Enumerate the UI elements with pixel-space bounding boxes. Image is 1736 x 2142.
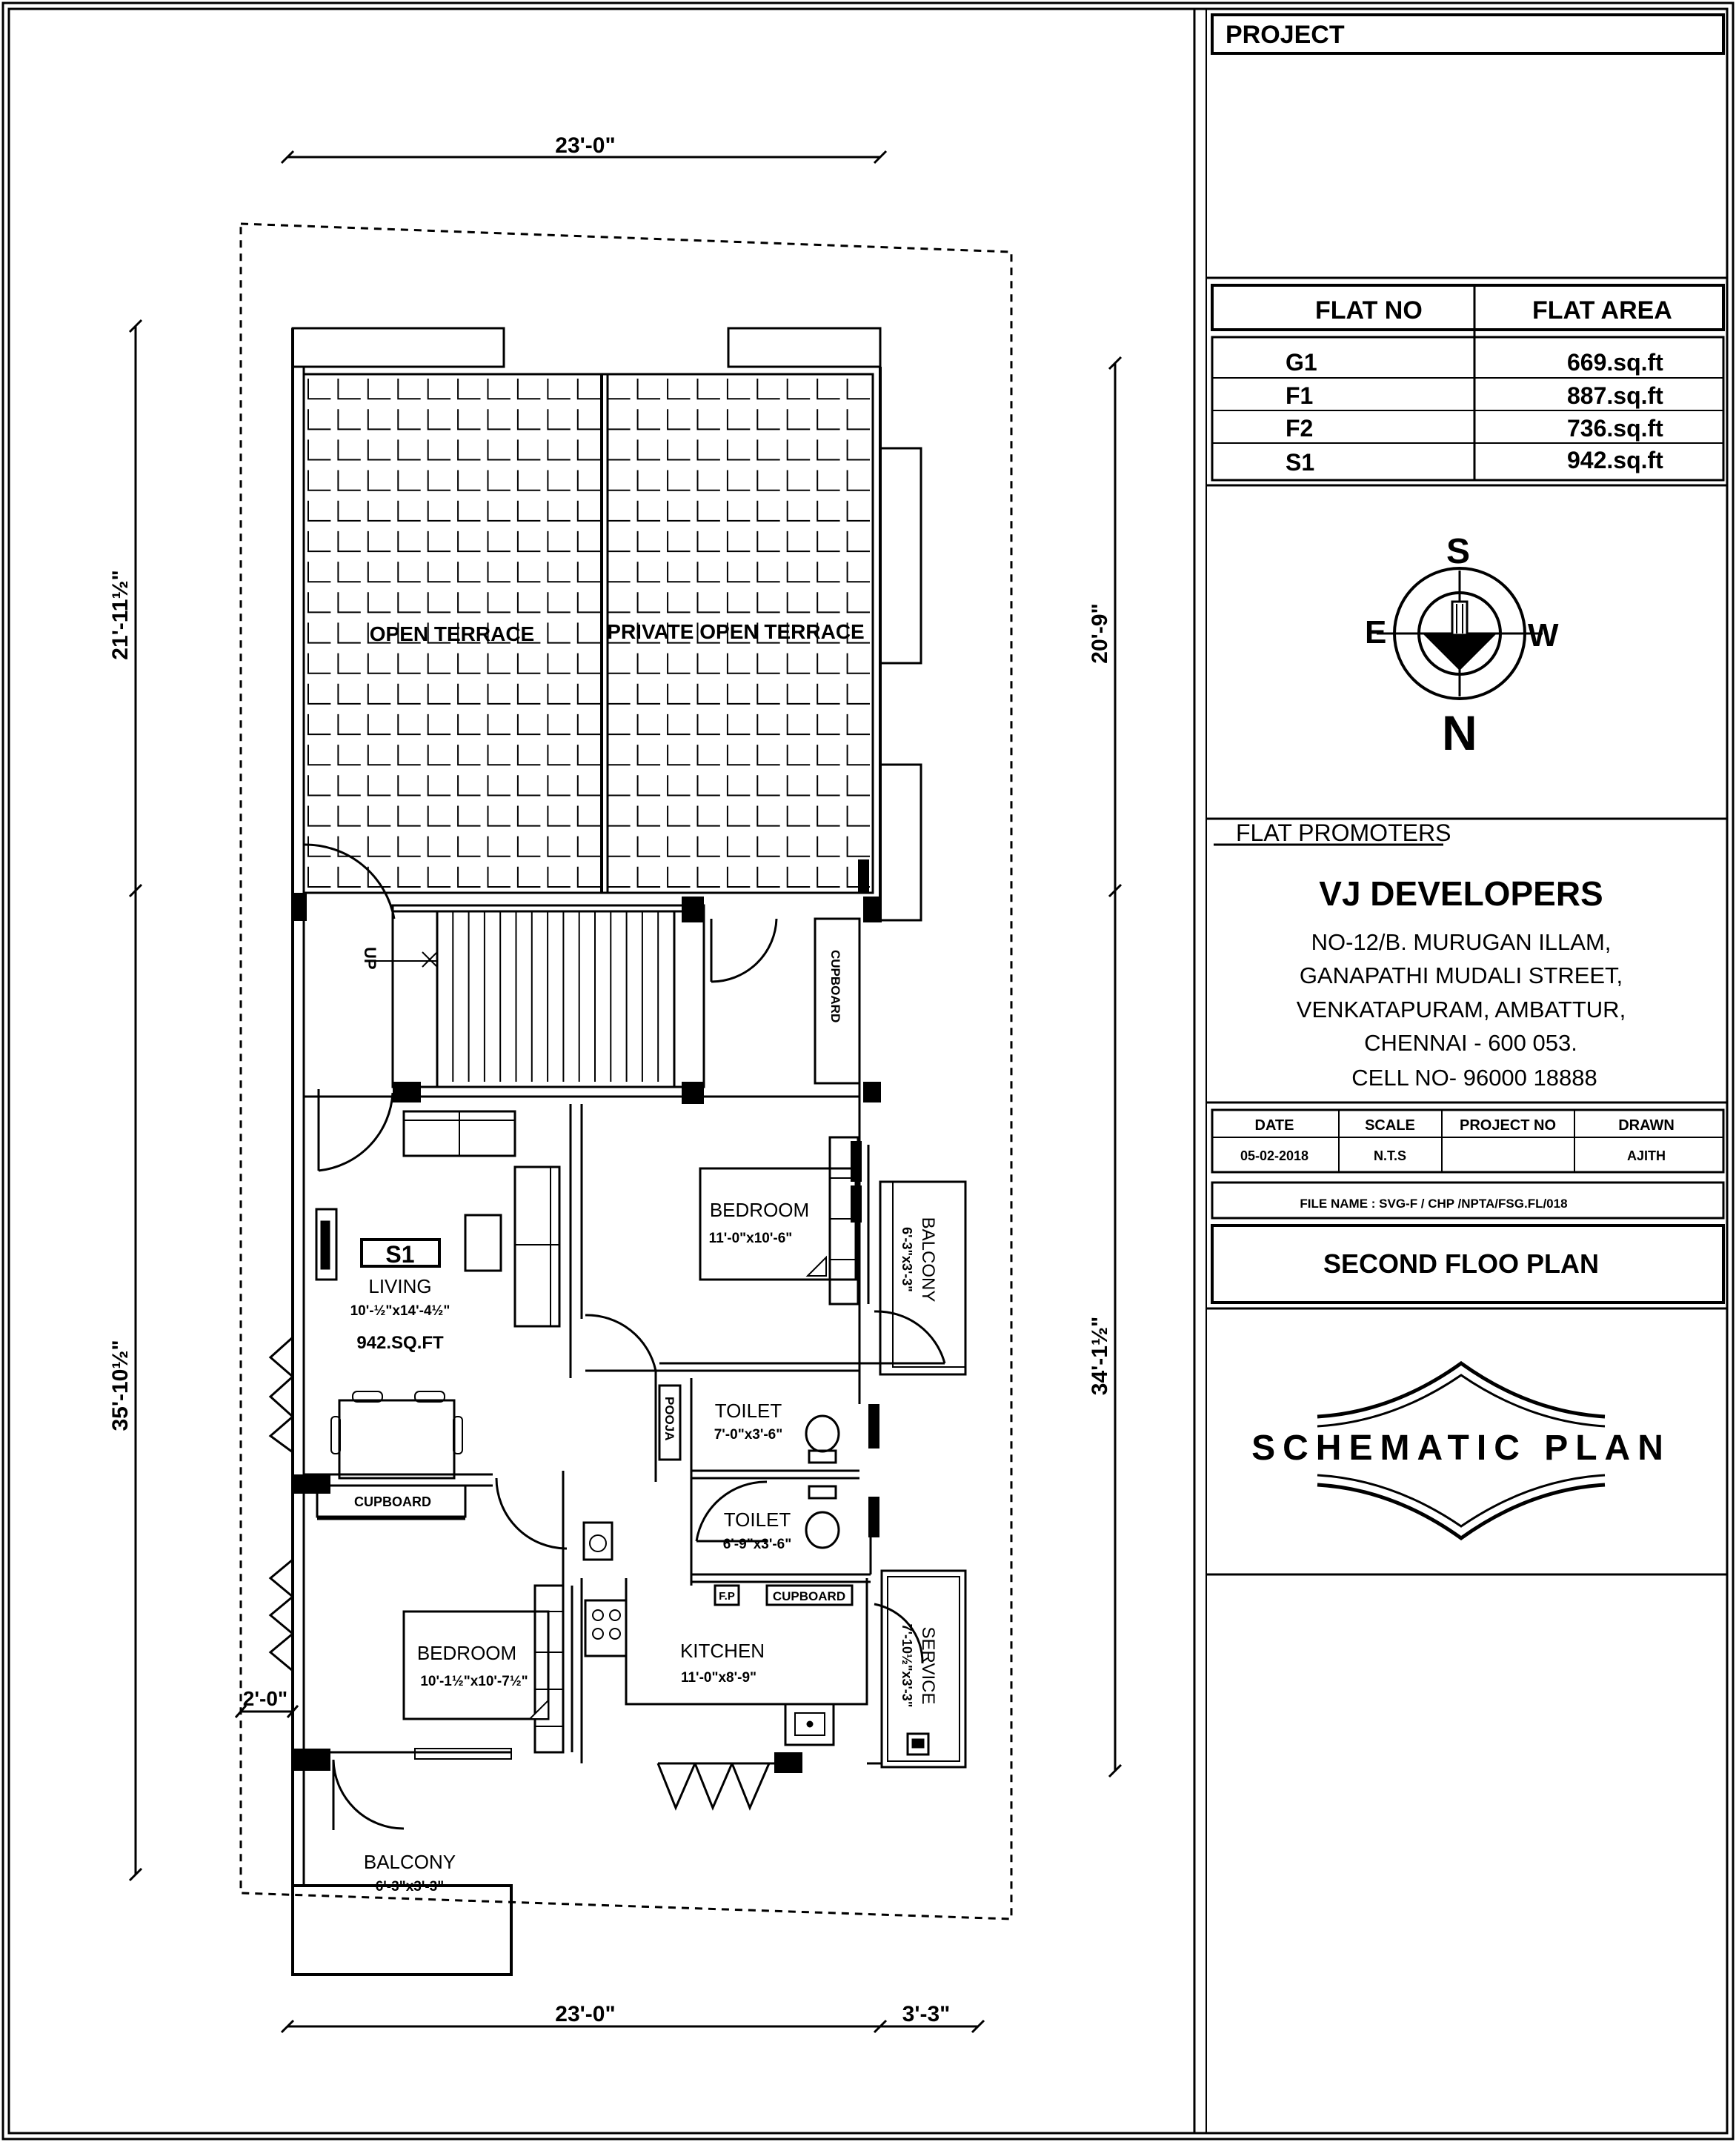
compass-right-label: W bbox=[1528, 617, 1559, 653]
sheet-inner-border bbox=[7, 7, 1729, 2135]
address-line: VENKATAPURAM, AMBATTUR, bbox=[1297, 997, 1626, 1022]
toilet1-size: 7'-0"x3'-6" bbox=[714, 1427, 783, 1443]
service-size: 7'-10½"x3'-3" bbox=[899, 1624, 914, 1708]
info-header-project-no: PROJECT NO bbox=[1460, 1117, 1556, 1134]
schematic-badge: SCHEMATIC PLAN bbox=[1251, 1360, 1671, 1541]
info-header-drawn: DRAWN bbox=[1618, 1117, 1675, 1134]
cupboard-label: CUPBOARD bbox=[354, 1494, 431, 1509]
dim-bottom-small: 3'-3" bbox=[902, 2002, 951, 2026]
terrace-right-label: PRIVATE OPEN TERRACE bbox=[607, 620, 864, 643]
info-value-date: 05-02-2018 bbox=[1240, 1148, 1308, 1163]
bedroom2-size: 10'-1½"x10'-7½" bbox=[420, 1674, 528, 1689]
terrace-left-label: OPEN TERRACE bbox=[370, 622, 534, 645]
pooja-label: POOJA bbox=[662, 1397, 676, 1441]
title-block: PROJECT FLAT NO FLAT AREA G1 669.sq.ft F… bbox=[1206, 13, 1727, 1576]
service-label: SERVICE bbox=[918, 1627, 938, 1705]
table-row-flat: S1 bbox=[1286, 449, 1314, 476]
living-label: LIVING bbox=[368, 1275, 431, 1297]
cupboard-label: CUPBOARD bbox=[773, 1589, 845, 1603]
address-line: CHENNAI - 600 053. bbox=[1364, 1030, 1577, 1056]
terrace-tiles bbox=[302, 373, 874, 894]
dim-right-upper: 20'-9" bbox=[1088, 603, 1112, 663]
promoters-label: FLAT PROMOTERS bbox=[1236, 819, 1451, 846]
flat-area-table: FLAT NO FLAT AREA G1 669.sq.ft F1 887.sq… bbox=[1211, 284, 1725, 482]
file-name: FILE NAME : SVG-F / CHP /NPTA/FSG.FL/018 bbox=[1300, 1197, 1567, 1211]
dim-top: 23'-0" bbox=[555, 133, 615, 158]
kitchen-label: KITCHEN bbox=[680, 1640, 765, 1662]
address-line: CELL NO- 96000 18888 bbox=[1351, 1065, 1597, 1091]
site-boundary bbox=[239, 222, 1013, 1920]
dim-left-lower: 35'-10½" bbox=[108, 1340, 133, 1431]
kitchen-size: 11'-0"x8'-9" bbox=[681, 1670, 756, 1686]
address-line: GANAPATHI MUDALI STREET, bbox=[1300, 962, 1623, 988]
cupboard-label: CUPBOARD bbox=[828, 950, 842, 1022]
compass-bottom-label: N bbox=[1442, 705, 1477, 760]
info-header-scale: SCALE bbox=[1365, 1117, 1415, 1134]
bedroom2-label: BEDROOM bbox=[417, 1642, 516, 1664]
toilet2-size: 6'-9"x3'-6" bbox=[723, 1537, 792, 1552]
address-line: NO-12/B. MURUGAN ILLAM, bbox=[1311, 929, 1612, 955]
bedroom1-label: BEDROOM bbox=[710, 1199, 809, 1221]
compass-rose-icon: S E W N bbox=[1365, 532, 1559, 760]
balcony1-size: 6'-3"x3'-3" bbox=[899, 1227, 914, 1292]
project-label: PROJECT bbox=[1225, 21, 1345, 49]
table-row-area: 669.sq.ft bbox=[1567, 349, 1663, 376]
dim-small: 2'-0" bbox=[243, 1687, 287, 1710]
table-header-flat-no: FLAT NO bbox=[1315, 296, 1423, 325]
info-value-drawn: AJITH bbox=[1627, 1148, 1666, 1163]
info-value-scale: N.T.S bbox=[1374, 1148, 1406, 1163]
project-info-table: DATE SCALE PROJECT NO DRAWN 05-02-2018 N… bbox=[1211, 1108, 1725, 1174]
balcony1-label: BALCONY bbox=[918, 1217, 938, 1303]
table-row-area: 736.sq.ft bbox=[1567, 415, 1663, 442]
toilet1-label: TOILET bbox=[715, 1400, 782, 1422]
stair-up-label: UP bbox=[361, 947, 379, 970]
table-row-flat: F1 bbox=[1286, 382, 1313, 409]
compass-left-label: E bbox=[1365, 614, 1386, 651]
dim-bottom: 23'-0" bbox=[555, 2002, 615, 2026]
floor-plan: 23'-0" 23'-0" 3'-3" 21'-11½" 35'-10½" 20… bbox=[108, 133, 1123, 2034]
unit-code: S1 bbox=[385, 1241, 414, 1268]
toilet2-label: TOILET bbox=[724, 1509, 791, 1531]
balcony2-size: 6'-3"x3'-3" bbox=[376, 1879, 445, 1895]
table-row-area: 942.sq.ft bbox=[1567, 447, 1663, 473]
info-header-date: DATE bbox=[1255, 1117, 1294, 1134]
table-header-flat-area: FLAT AREA bbox=[1532, 296, 1672, 325]
dim-right-lower: 34'-1½" bbox=[1088, 1317, 1112, 1395]
compass-top-label: S bbox=[1446, 532, 1470, 571]
table-row-area: 887.sq.ft bbox=[1567, 382, 1663, 409]
sheet-title: SECOND FLOO PLAN bbox=[1323, 1248, 1599, 1279]
staircase: UP bbox=[361, 904, 705, 1088]
project-box bbox=[1211, 13, 1725, 55]
table-row-flat: F2 bbox=[1286, 415, 1313, 442]
fridge-label: F.P bbox=[719, 1590, 735, 1603]
balcony2-label: BALCONY bbox=[364, 1851, 456, 1873]
badge-text: SCHEMATIC PLAN bbox=[1251, 1428, 1671, 1468]
company-name: VJ DEVELOPERS bbox=[1319, 874, 1603, 913]
living-size: 10'-½"x14'-4½" bbox=[350, 1303, 450, 1319]
unit-area: 942.SQ.FT bbox=[356, 1333, 444, 1353]
table-row-flat: G1 bbox=[1286, 349, 1317, 376]
dim-left-upper: 21'-11½" bbox=[108, 570, 133, 659]
bedroom1-size: 11'-0"x10'-6" bbox=[709, 1231, 793, 1246]
